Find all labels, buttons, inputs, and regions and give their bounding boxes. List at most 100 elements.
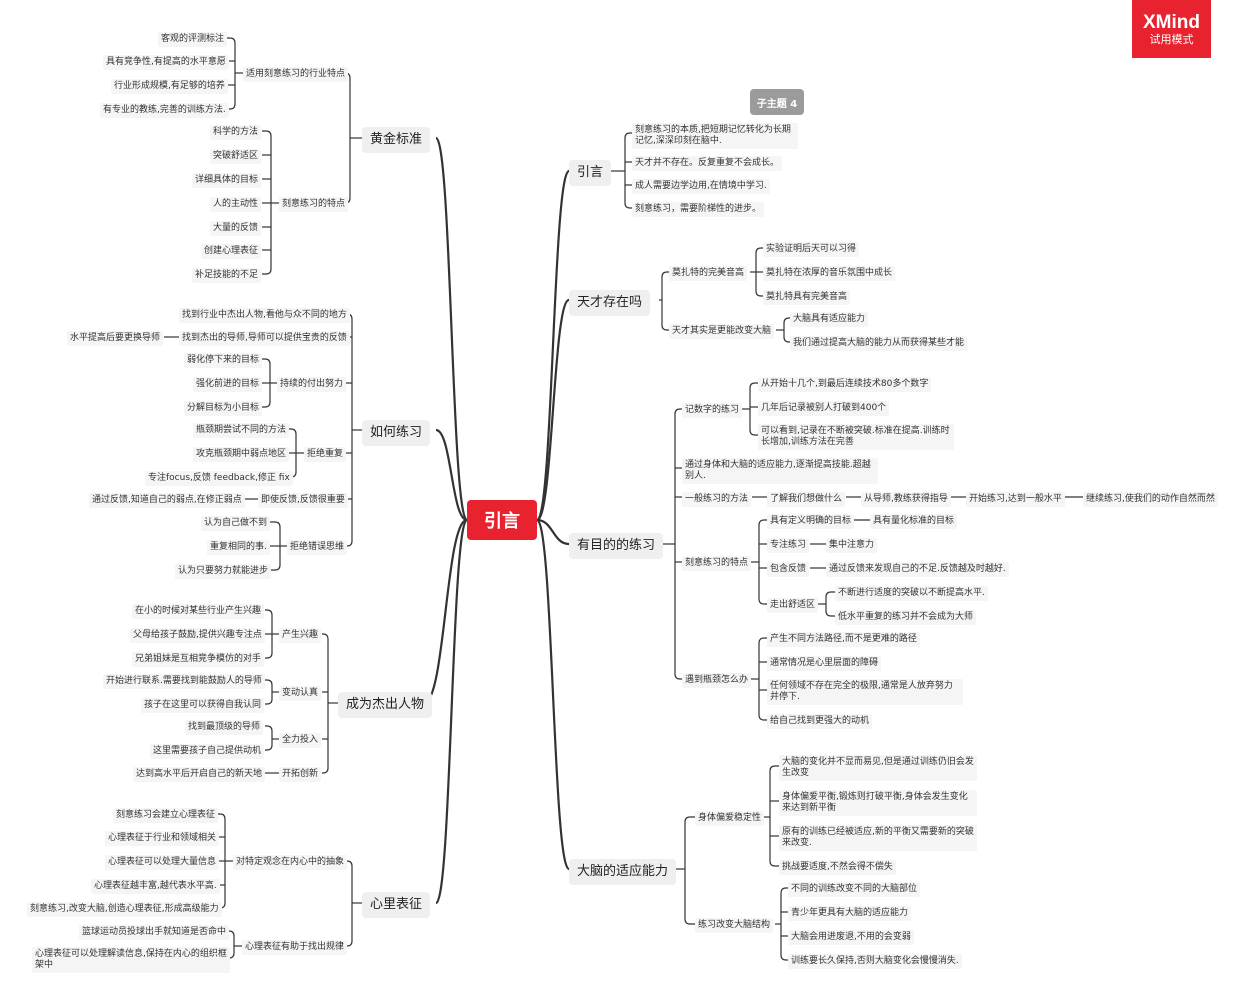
subtopic[interactable]: 找到行业中杰出人物,看他与众不同的地方 (179, 308, 350, 323)
subtopic[interactable]: 任何领域不存在完全的极限,通常是人放弃努力并停下. (767, 679, 963, 705)
subtopic[interactable]: 具有定义明确的目标 (767, 514, 855, 529)
subtopic[interactable]: 身体偏爱平衡,锻炼则打破平衡,身体会发生变化来达到新平衡 (779, 790, 977, 816)
subtopic[interactable]: 不同的训练改变不同的大脑部位 (788, 882, 921, 897)
subtopic[interactable]: 通过身体和大脑的适应能力,逐渐提高技能.超越别人. (682, 458, 878, 484)
main-topic-brain[interactable]: 大脑的适应能力 (569, 859, 677, 885)
central-topic[interactable]: 引言 (467, 500, 537, 540)
subtopic[interactable]: 攻克瓶颈期中弱点地区 (193, 447, 290, 462)
subtopic[interactable]: 大脑的变化并不显而易见,但是通过训练仍旧会发生改变 (779, 755, 977, 781)
subtopic[interactable]: 分解目标为小目标 (184, 401, 263, 416)
subtopic[interactable]: 大脑会用进废退,不用的会变弱 (788, 930, 914, 945)
subtopic[interactable]: 专注练习 (767, 538, 810, 553)
subtopic[interactable]: 心理表征越丰富,越代表水平高. (91, 879, 220, 894)
subtopic[interactable]: 补足技能的不足 (192, 268, 262, 283)
subtopic[interactable]: 成人需要边学边用,在情境中学习. (632, 179, 770, 194)
subtopic[interactable]: 创建心理表征 (201, 244, 262, 259)
subtopic[interactable]: 人的主动性 (210, 197, 262, 212)
subtopic[interactable]: 适用刻意练习的行业特点 (243, 67, 349, 82)
subtopic[interactable]: 父母给孩子鼓励,提供兴趣专注点 (130, 628, 265, 643)
subtopic[interactable]: 认为自己做不到 (201, 516, 271, 531)
subtopic[interactable]: 通常情况是心里层面的障碍 (767, 656, 882, 671)
subtopic[interactable]: 刻意练习的本质,把短期记忆转化为长期记忆,深深印刻在脑中. (632, 123, 798, 149)
subtopic[interactable]: 记数字的练习 (682, 403, 743, 418)
subtopic[interactable]: 原有的训练已经被适应,新的平衡又需要新的突破来改变. (779, 825, 977, 851)
subtopic[interactable]: 练习改变大脑结构 (695, 918, 774, 933)
subtopic[interactable]: 找到最顶级的导师 (185, 720, 264, 735)
subtopic[interactable]: 刻意练习的特点 (682, 556, 752, 571)
subtopic[interactable]: 篮球运动员投球出手就知道是否命中 (79, 925, 230, 940)
subtopic[interactable]: 了解我们想做什么 (767, 492, 846, 507)
subtopic[interactable]: 天才并不存在。反复重复不会成长。 (632, 156, 783, 171)
subtopic[interactable]: 包含反馈 (767, 562, 810, 577)
subtopic[interactable]: 详细具体的目标 (192, 173, 262, 188)
subtopic[interactable]: 持续的付出努力 (277, 377, 347, 392)
subtopic[interactable]: 具有竞争性,有提高的水平意愿 (103, 55, 229, 70)
subtopic[interactable]: 青少年更具有大脑的适应能力 (788, 906, 912, 921)
main-topic-gold-standard[interactable]: 黄金标准 (362, 127, 431, 153)
subtopic[interactable]: 训练要长久保持,否则大脑变化会慢慢消失. (788, 954, 962, 969)
subtopic[interactable]: 低水平重复的练习并不会成为大师 (835, 610, 977, 625)
subtopic[interactable]: 刻意练习，需要阶梯性的进步。 (632, 202, 765, 217)
main-topic-how-to-practice[interactable]: 如何练习 (362, 420, 431, 446)
subtopic[interactable]: 拒绝错误思维 (287, 540, 348, 555)
subtopic[interactable]: 遇到瓶颈怎么办 (682, 673, 752, 688)
subtopic[interactable]: 心理表征于行业和领域相关 (105, 831, 220, 846)
main-topic-mental-representation[interactable]: 心里表征 (362, 892, 431, 918)
subtopic[interactable]: 这里需要孩子自己提供动机 (150, 744, 265, 759)
subtopic[interactable]: 在小的时候对某些行业产生兴趣 (132, 604, 265, 619)
subtopic[interactable]: 具有量化标准的目标 (870, 514, 958, 529)
subtopic[interactable]: 心理表征可以处理大量信息 (105, 855, 220, 870)
subtopic[interactable]: 从开始十几个,到最后连续技术80多个数字 (758, 377, 932, 392)
subtopic[interactable]: 不断进行适度的突破以不断提高水平. (835, 586, 988, 601)
subtopic[interactable]: 对特定观念在内心中的抽象 (233, 855, 348, 870)
subtopic[interactable]: 兄弟姐妹是互相竞争模仿的对手 (132, 652, 265, 667)
subtopic[interactable]: 几年后记录被别人打破到400个 (758, 401, 890, 416)
subtopic[interactable]: 找到杰出的导师,导师可以提供宝贵的反馈 (179, 331, 350, 346)
subtopic[interactable]: 身体偏爱稳定性 (695, 811, 765, 826)
subtopic[interactable]: 开始练习,达到一般水平 (966, 492, 1065, 507)
subtopic[interactable]: 莫扎特具有完美音高 (763, 290, 851, 305)
subtopic[interactable]: 刻意练习会建立心理表征 (113, 808, 219, 823)
subtopic[interactable]: 开始进行联系.需要找到能鼓励人的导师 (103, 674, 265, 689)
subtopic[interactable]: 拒绝重复 (304, 447, 347, 462)
subtopic[interactable]: 弱化停下来的目标 (184, 353, 263, 368)
subtopic[interactable]: 全力投入 (279, 733, 322, 748)
main-topic-genius[interactable]: 天才存在吗 (569, 290, 651, 316)
subtopic[interactable]: 客观的评测标注 (158, 32, 228, 47)
subtopic[interactable]: 从导师,教练获得指导 (861, 492, 951, 507)
subtopic[interactable]: 心理表征可以处理解读信息,保持在内心的组织框架中 (32, 947, 230, 973)
subtopic[interactable]: 我们通过提高大脑的能力从而获得某些才能 (790, 336, 968, 351)
main-topic-intro[interactable]: 引言 (569, 160, 612, 186)
subtopic[interactable]: 水平提高后要更换导师 (67, 331, 164, 346)
floating-topic[interactable]: 子主题 4 (750, 89, 804, 115)
subtopic[interactable]: 通过反馈来发现自己的不足.反馈越及时越好. (826, 562, 1009, 577)
subtopic[interactable]: 刻意练习的特点 (279, 197, 349, 212)
subtopic[interactable]: 达到高水平后开启自己的新天地 (133, 767, 266, 782)
subtopic[interactable]: 挑战要适度,不然会得不偿失 (779, 860, 896, 875)
subtopic[interactable]: 变动认真 (279, 686, 322, 701)
subtopic[interactable]: 心理表征有助于找出规律 (242, 940, 348, 955)
main-topic-purposeful[interactable]: 有目的的练习 (569, 533, 664, 559)
subtopic[interactable]: 强化前进的目标 (193, 377, 263, 392)
subtopic[interactable]: 实验证明后天可以习得 (763, 242, 860, 257)
subtopic[interactable]: 莫扎特的完美音高 (669, 266, 748, 281)
main-topic-become-outstanding[interactable]: 成为杰出人物 (338, 692, 433, 718)
subtopic[interactable]: 集中注意力 (826, 538, 878, 553)
subtopic[interactable]: 产生不同方法路径,而不是更难的路径 (767, 632, 920, 647)
subtopic[interactable]: 继续练习,使我们的动作自然而然 (1083, 492, 1218, 507)
subtopic[interactable]: 突破舒适区 (210, 149, 262, 164)
subtopic[interactable]: 重复相同的事. (207, 540, 270, 555)
subtopic[interactable]: 给自己找到更强大的动机 (767, 714, 873, 729)
subtopic[interactable]: 有专业的教练,完善的训练方法. (100, 103, 229, 118)
subtopic[interactable]: 可以看到,记录在不断被突破.标准在提高.训练时长增加,训练方法在完善 (758, 424, 954, 450)
subtopic[interactable]: 瓶颈期尝试不同的方法 (193, 423, 290, 438)
subtopic[interactable]: 专注focus,反馈 feedback,修正 fix (145, 471, 293, 486)
subtopic[interactable]: 行业形成规模,有足够的培养 (111, 79, 228, 94)
subtopic[interactable]: 孩子在这里可以获得自我认同 (141, 698, 265, 713)
subtopic[interactable]: 大量的反馈 (210, 221, 262, 236)
subtopic[interactable]: 通过反馈,知道自己的弱点,在修正弱点 (89, 493, 245, 508)
subtopic[interactable]: 天才其实是更能改变大脑 (669, 324, 775, 339)
subtopic[interactable]: 认为只要努力就能进步 (175, 564, 272, 579)
subtopic[interactable]: 科学的方法 (210, 125, 262, 140)
subtopic[interactable]: 开拓创新 (279, 767, 322, 782)
